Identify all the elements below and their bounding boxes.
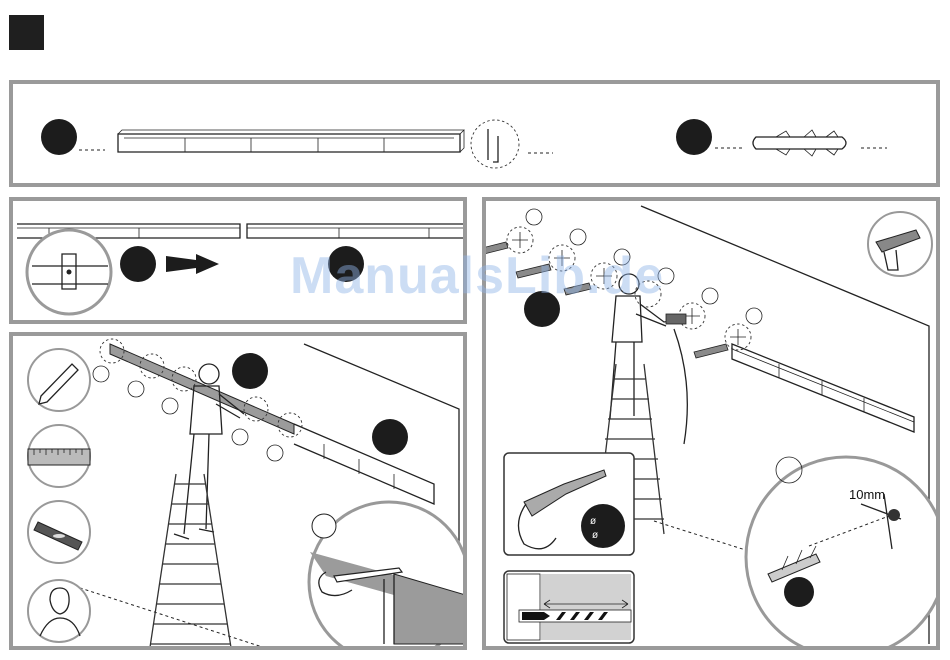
rail-part [118,130,464,152]
marking-panel [9,332,467,650]
parts-illustration [13,84,936,183]
ladder [149,474,232,646]
step-marker-6 [784,577,814,607]
drill-symbol-2: ø [592,530,598,541]
step-marker-1 [120,246,156,282]
drilling-panel: ø ø 10mm [482,197,940,650]
tool-person-circle [28,580,90,642]
step-marker-3 [232,353,268,389]
step-marker-4 [372,419,408,455]
rail-joining-panel [9,197,467,324]
step-marker-5 [524,291,560,327]
drilling-illustration: ø ø [486,201,936,646]
marking-illustration [13,336,463,646]
part-a-marker [41,119,77,155]
parts-panel [9,80,940,187]
drill-bit-marker [581,504,625,548]
step-marker-square [9,15,44,50]
measurement-label: 10mm [849,487,885,502]
part-b-marker [676,119,712,155]
arrow-right-icon [166,254,219,274]
rail-joining-illustration [13,201,463,320]
ruler-icon [28,449,90,465]
anchor-row [486,209,762,358]
bracket-detail [471,120,519,168]
drill-symbol-1: ø [590,516,596,527]
step-marker-2 [328,246,364,282]
anchor-detail-circle [746,457,936,646]
wall-anchor-icon [753,130,846,156]
